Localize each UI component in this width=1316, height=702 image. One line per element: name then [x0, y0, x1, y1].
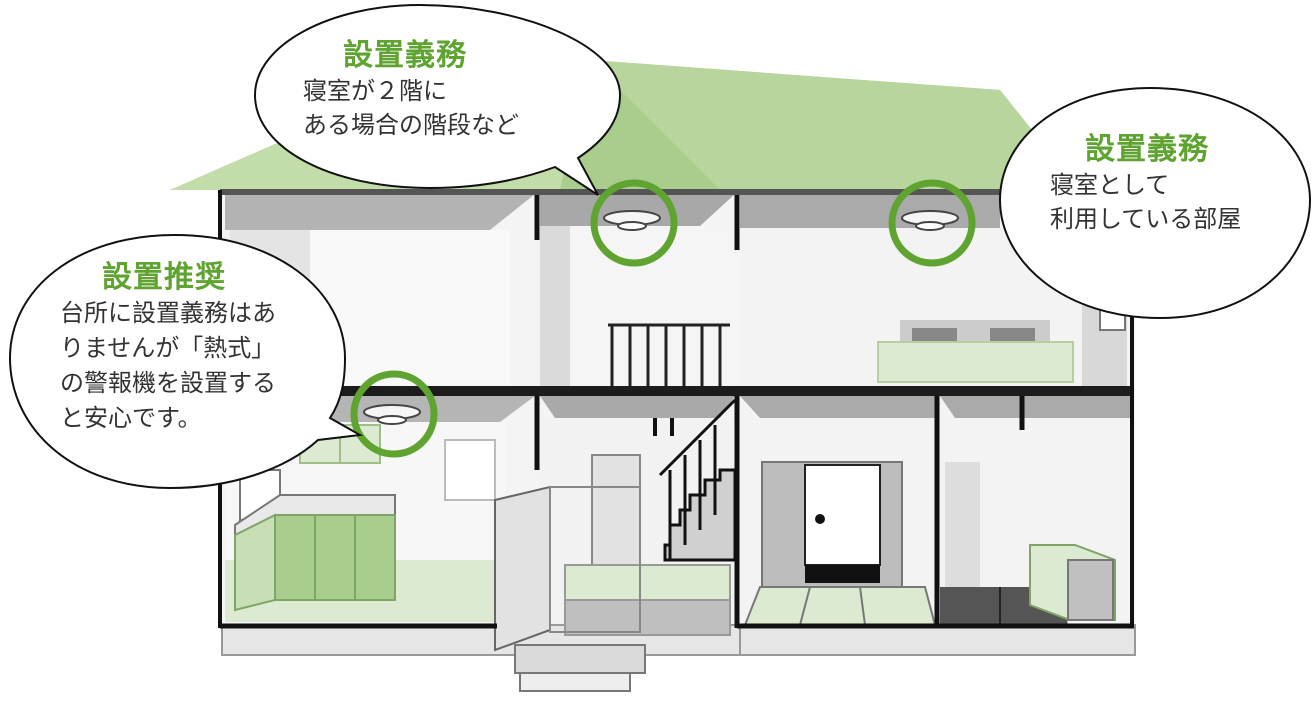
callout-bedroom-line-2: 利用している部屋	[1050, 205, 1242, 233]
detector-bedroom	[888, 179, 976, 267]
callout-bedroom-heading: 設置義務	[1085, 132, 1209, 167]
japanese-room	[742, 418, 937, 626]
callout-bedroom: 設置義務 寝室として 利用している部屋	[1050, 124, 1290, 236]
callout-stairs-line-1: 寝室が２階に	[303, 77, 447, 105]
bathroom	[940, 418, 1128, 625]
callout-kitchen-line-2: りませんが「熱式」	[60, 334, 276, 362]
upper-ceiling	[225, 194, 1000, 230]
callout-stairs: 設置義務 寝室が２階に ある場合の階段など	[303, 30, 583, 142]
bubble-shape-stairs	[253, 3, 622, 196]
callout-kitchen-line-3: の警報機を設置する	[60, 369, 276, 397]
structure-lines	[218, 189, 1135, 629]
callout-stairs-heading: 設置義務	[343, 38, 467, 73]
bubble-shape-kitchen	[8, 233, 364, 490]
bubble-shape-bedroom	[998, 86, 1312, 320]
detector-kitchen	[350, 370, 438, 458]
callout-stairs-line-2: ある場合の階段など	[303, 111, 519, 139]
middle-floor	[222, 386, 1134, 422]
entrance-hall	[494, 398, 737, 692]
callout-kitchen: 設置推奨 台所に設置義務はあ りませんが「熱式」 の警報機を設置する と安心です…	[60, 252, 320, 436]
callout-kitchen-line-1: 台所に設置義務はあ	[60, 299, 276, 327]
detector-stairs	[590, 179, 678, 267]
callout-bedroom-line-1: 寝室として	[1050, 171, 1170, 199]
callout-kitchen-line-4: と安心です。	[60, 404, 202, 432]
stairwell-upper	[540, 226, 740, 388]
callout-kitchen-heading: 設置推奨	[102, 260, 226, 295]
